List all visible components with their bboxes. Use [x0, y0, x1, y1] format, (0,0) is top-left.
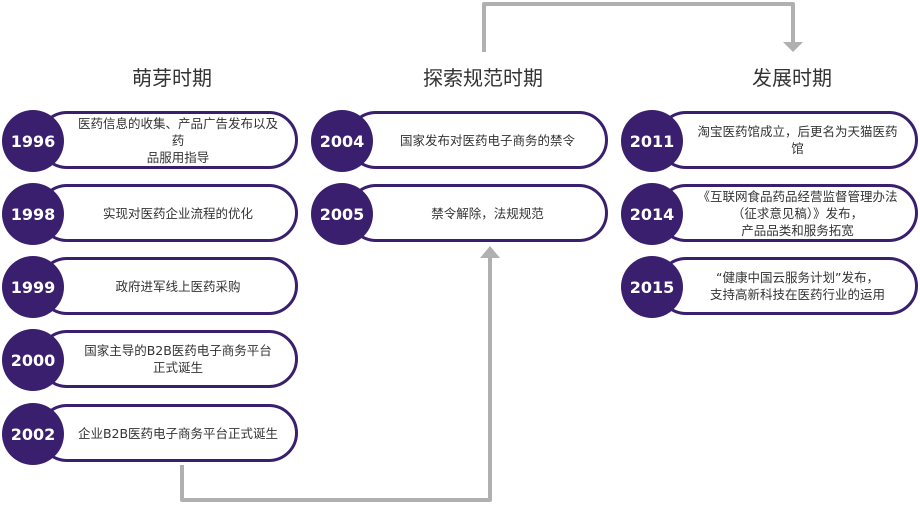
- year-badge: 2002: [2, 403, 64, 465]
- timeline-item: 国家发布对医药电子商务的禁令 2004: [311, 110, 608, 173]
- timeline-item: 国家主导的B2B医药电子商务平台 正式诞生 2000: [2, 329, 298, 392]
- year-badge: 2005: [311, 183, 373, 245]
- event-text: 国家发布对医药电子商务的禁令: [399, 132, 575, 148]
- event-box: 政府进军线上医药采购: [38, 257, 298, 315]
- year-badge: 2000: [2, 329, 64, 391]
- timeline-item: 企业B2B医药电子商务平台正式诞生 2002: [2, 403, 298, 466]
- arrowhead-down: [783, 42, 803, 52]
- event-box: 医药信息的收集、产品广告发布以及药 品服用指导: [38, 111, 298, 169]
- event-text: 实现对医药企业流程的优化: [102, 205, 253, 221]
- event-text: 企业B2B医药电子商务平台正式诞生: [77, 425, 279, 441]
- timeline-item: 医药信息的收集、产品广告发布以及药 品服用指导 1996: [2, 110, 298, 173]
- connector-phase1-to-phase2: [180, 255, 492, 502]
- arrowhead-up: [480, 246, 500, 258]
- phase-title-1: 萌芽时期: [132, 66, 212, 90]
- event-text: 禁令解除，法规规范: [431, 205, 544, 221]
- timeline-item: “健康中国云服务计划”发布， 支持高新科技在医药行业的运用 2015: [621, 256, 918, 319]
- event-box: 《互联网食品药品经营监督管理办法 （征求意见稿）》发布， 产品品类和服务拓宽: [657, 184, 918, 242]
- connector-phase2-to-phase3: [482, 2, 795, 52]
- event-box: 实现对医药企业流程的优化: [38, 184, 298, 242]
- event-box: 国家主导的B2B医药电子商务平台 正式诞生: [38, 330, 298, 388]
- year-badge: 2014: [621, 183, 683, 245]
- phase-title-2: 探索规范时期: [423, 66, 543, 90]
- year-badge: 2015: [621, 256, 683, 318]
- event-text: 《互联网食品药品经营监督管理办法 （征求意见稿）》发布， 产品品类和服务拓宽: [697, 188, 898, 238]
- event-box: “健康中国云服务计划”发布， 支持高新科技在医药行业的运用: [657, 257, 918, 315]
- timeline-item: 《互联网食品药品经营监督管理办法 （征求意见稿）》发布， 产品品类和服务拓宽 2…: [621, 183, 918, 246]
- timeline-item: 实现对医药企业流程的优化 1998: [2, 183, 298, 246]
- timeline-item: 淘宝医药馆成立，后更名为天猫医药馆 2011: [621, 110, 918, 173]
- event-text: 淘宝医药馆成立，后更名为天猫医药馆: [697, 124, 898, 156]
- timeline-item: 政府进军线上医药采购 1999: [2, 256, 298, 319]
- year-badge: 1999: [2, 256, 64, 318]
- year-badge: 2004: [311, 110, 373, 172]
- event-text: 政府进军线上医药采购: [115, 278, 241, 294]
- timeline-item: 禁令解除，法规规范 2005: [311, 183, 608, 246]
- event-box: 禁令解除，法规规范: [347, 184, 608, 242]
- event-text: 国家主导的B2B医药电子商务平台 正式诞生: [84, 343, 272, 375]
- year-badge: 1996: [2, 110, 64, 172]
- event-box: 淘宝医药馆成立，后更名为天猫医药馆: [657, 111, 918, 169]
- event-text: 医药信息的收集、产品广告发布以及药 品服用指导: [77, 115, 278, 165]
- year-badge: 1998: [2, 183, 64, 245]
- event-box: 企业B2B医药电子商务平台正式诞生: [38, 404, 298, 462]
- event-box: 国家发布对医药电子商务的禁令: [347, 111, 608, 169]
- phase-title-3: 发展时期: [752, 66, 832, 90]
- year-badge: 2011: [621, 110, 683, 172]
- event-text: “健康中国云服务计划”发布， 支持高新科技在医药行业的运用: [709, 270, 885, 302]
